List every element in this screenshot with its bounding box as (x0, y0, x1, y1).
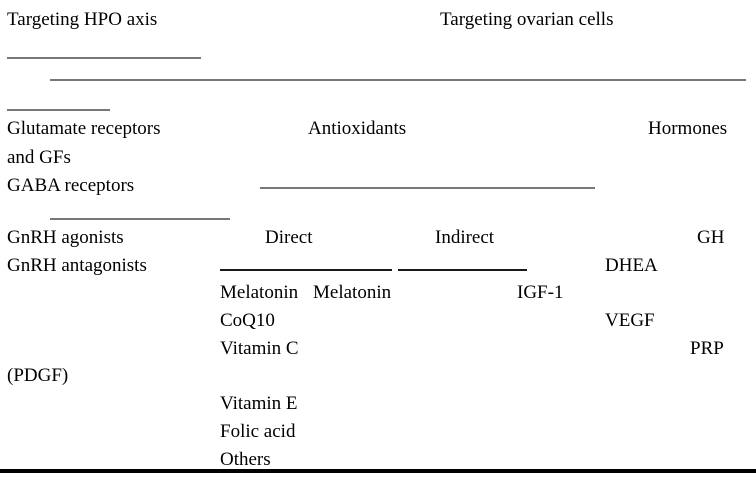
cell-vitamin-c: Vitamin C (220, 338, 299, 359)
rule-under-hpo-heading (7, 57, 201, 59)
rule-above-hpo-entries (7, 109, 110, 111)
rule-under-direct (220, 269, 392, 271)
column-header-hormones: Hormones (648, 118, 728, 139)
cell-and-gfs: and GFs (7, 147, 71, 168)
subcolumn-header-indirect: Indirect (435, 227, 495, 248)
cell-melatonin-direct: Melatonin (220, 282, 299, 303)
cell-vegf: VEGF (605, 310, 655, 331)
table-bottom-border (0, 469, 756, 473)
rule-under-indirect (398, 269, 527, 271)
cell-gh: GH (697, 227, 725, 248)
cell-folic-acid: Folic acid (220, 421, 296, 442)
cell-coq10: CoQ10 (220, 310, 275, 331)
cell-dhea: DHEA (605, 255, 658, 276)
cell-glutamate-receptors: Glutamate receptors (7, 118, 161, 139)
subcolumn-header-direct: Direct (265, 227, 313, 248)
cell-melatonin-indirect: Melatonin (313, 282, 392, 303)
heading-targeting-hpo-axis: Targeting HPO axis (7, 9, 158, 30)
cell-gnrh-agonists: GnRH agonists (7, 227, 124, 248)
cell-igf-1: IGF-1 (517, 282, 564, 303)
rule-above-gnrh-entries (50, 218, 230, 220)
cell-vitamin-e: Vitamin E (220, 393, 298, 414)
cell-gnrh-antagonists: GnRH antagonists (7, 255, 147, 276)
cell-gaba-receptors: GABA receptors (7, 175, 135, 196)
rule-under-ovarian-heading (50, 79, 746, 81)
cell-others: Others (220, 449, 271, 470)
cell-pdgf: (PDGF) (7, 365, 69, 386)
cell-prp: PRP (690, 338, 724, 359)
heading-targeting-ovarian-cells: Targeting ovarian cells (440, 9, 614, 30)
rule-under-antioxidants (260, 187, 595, 189)
column-header-antioxidants: Antioxidants (308, 118, 407, 139)
